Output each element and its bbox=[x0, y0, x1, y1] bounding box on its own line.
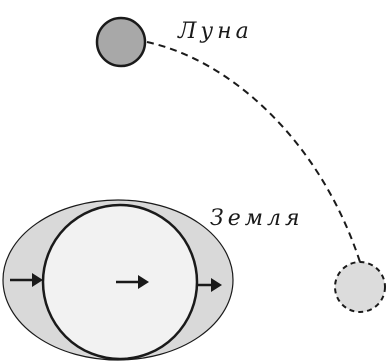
earth-label: Земля bbox=[210, 206, 304, 231]
moon bbox=[97, 18, 145, 66]
moon-label: Луна bbox=[177, 19, 253, 44]
moon-projected bbox=[335, 262, 385, 312]
